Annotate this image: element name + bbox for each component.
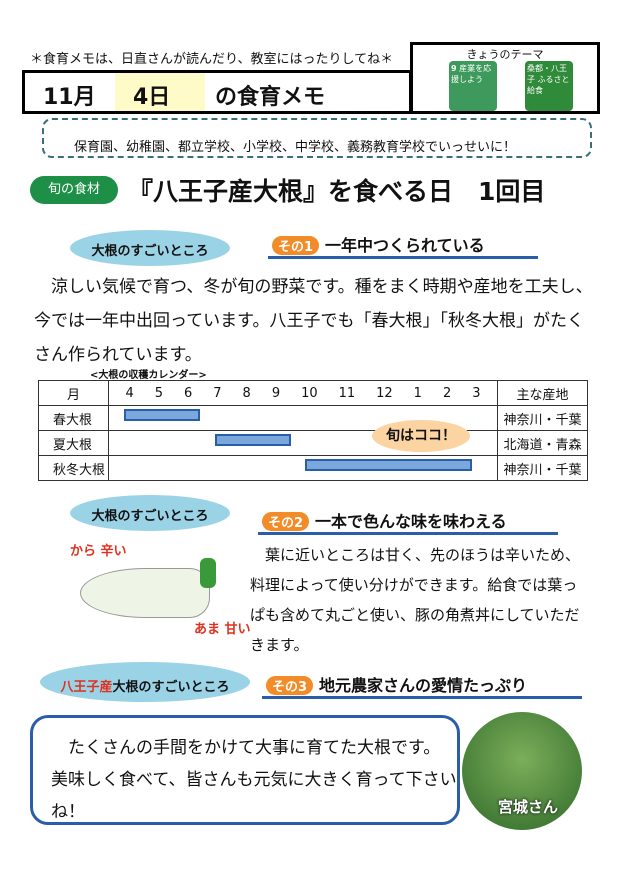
daikon-leaves	[200, 558, 216, 588]
farmer-photo	[462, 712, 582, 830]
month: 11月	[43, 85, 96, 110]
section1-bubble: 大根のすごいところ	[70, 230, 230, 266]
section2-heading: その2 一本で色んな味を味わえる	[258, 508, 558, 535]
month-tick: 10	[301, 385, 318, 401]
harvest-arrow	[214, 434, 291, 446]
month-tick: 1	[413, 385, 422, 401]
banner: 保育園、幼稚園、都立学校、小学校、中学校、義務教育学校でいっせいに！	[42, 118, 592, 158]
row-name: 秋冬大根	[38, 455, 109, 481]
sdg-text: 産業を応援しよう	[451, 64, 492, 84]
month-tick: 5	[154, 385, 164, 401]
section1-tag: その1	[272, 236, 320, 255]
harvest-arrow	[124, 409, 201, 421]
section1-heading: その1 一年中つくられている	[268, 232, 538, 259]
sdg-num: 9	[451, 64, 457, 73]
section2-text: 葉に近いところは甘く、先のほうは辛いため、料理によって使い分けができます。給食で…	[250, 546, 581, 654]
month-tick: 4	[125, 385, 134, 401]
farmer-name: 宮城さん	[498, 798, 559, 816]
section3-title: 地元農家さんの愛情たっぷり	[319, 676, 528, 695]
harvest-arrow	[305, 459, 473, 471]
furusato-text: 桑都・八王子 ふるさと給食	[527, 64, 570, 95]
furusato-logo: 桑都・八王子 ふるさと給食	[525, 61, 573, 111]
month-tick: 6	[184, 385, 193, 401]
section2-title: 一本で色んな味を味わえる	[315, 512, 507, 531]
row-area: 北海道・青森	[497, 430, 588, 456]
title-box: 11月 4日 の食育メモ	[22, 70, 412, 114]
section3-heading: その3 地元農家さんの愛情たっぷり	[262, 672, 582, 699]
section3-tag: その3	[266, 676, 314, 695]
month-tick: 8	[242, 385, 251, 401]
month-tick: 2	[442, 385, 452, 401]
sweet-label: あま 甘い	[194, 622, 251, 637]
month-tick: 9	[271, 385, 281, 401]
row-name: 夏大根	[38, 430, 109, 456]
title-suffix: の食育メモ	[215, 85, 326, 110]
section3-bubble: 八王子産大根のすごいところ	[40, 662, 250, 702]
month-label: 月	[38, 380, 109, 406]
message-box: たくさんの手間をかけて大事に育てた大根です。美味しく食べて、皆さんも元気に大きく…	[30, 715, 460, 825]
area-header: 主な産地	[497, 380, 588, 406]
row-name: 春大根	[38, 405, 109, 431]
section2-tag: その2	[262, 512, 310, 531]
month-tick: 12	[376, 385, 393, 401]
shun-callout: 旬はココ！	[372, 420, 470, 452]
shun-pill: 旬の食材	[30, 176, 118, 204]
spicy-label: から 辛い	[70, 544, 127, 559]
section1-title: 一年中つくられている	[325, 236, 485, 255]
section3-bubble-text: 大根のすごいところ	[112, 680, 230, 695]
theme-label: きょうのテーマ	[466, 48, 544, 61]
header-note: ＊食育メモは、日直さんが読んだり、教室にはったりしてね＊	[30, 52, 394, 67]
section2-bubble: 大根のすごいところ	[70, 495, 230, 531]
message-text: たくさんの手間をかけて大事に育てた大根です。美味しく食べて、皆さんも元気に大きく…	[51, 738, 457, 822]
daikon-illustration	[80, 568, 210, 618]
month-tick: 3	[472, 385, 481, 401]
month-tick: 11	[338, 385, 356, 401]
main-title: 『八王子産大根』を食べる日 1回目	[128, 177, 546, 206]
day: 4日	[133, 85, 171, 110]
row-area: 神奈川・千葉	[497, 455, 588, 481]
calendar-caption: <大根の収穫カレンダー>	[90, 370, 207, 381]
row-area: 神奈川・千葉	[497, 405, 588, 431]
theme-box: きょうのテーマ 9 産業を応援しよう 桑都・八王子 ふるさと給食	[410, 42, 600, 114]
day-highlight	[115, 73, 205, 111]
section1-text: 涼しい気候で育つ、冬が旬の野菜です。種をまく時期や産地を工夫し、今では一年中出回…	[34, 277, 593, 365]
section3-bubble-red: 八王子産	[60, 680, 113, 695]
month-tick: 7	[213, 385, 222, 401]
sdg-icon: 9 産業を応援しよう	[449, 61, 497, 111]
